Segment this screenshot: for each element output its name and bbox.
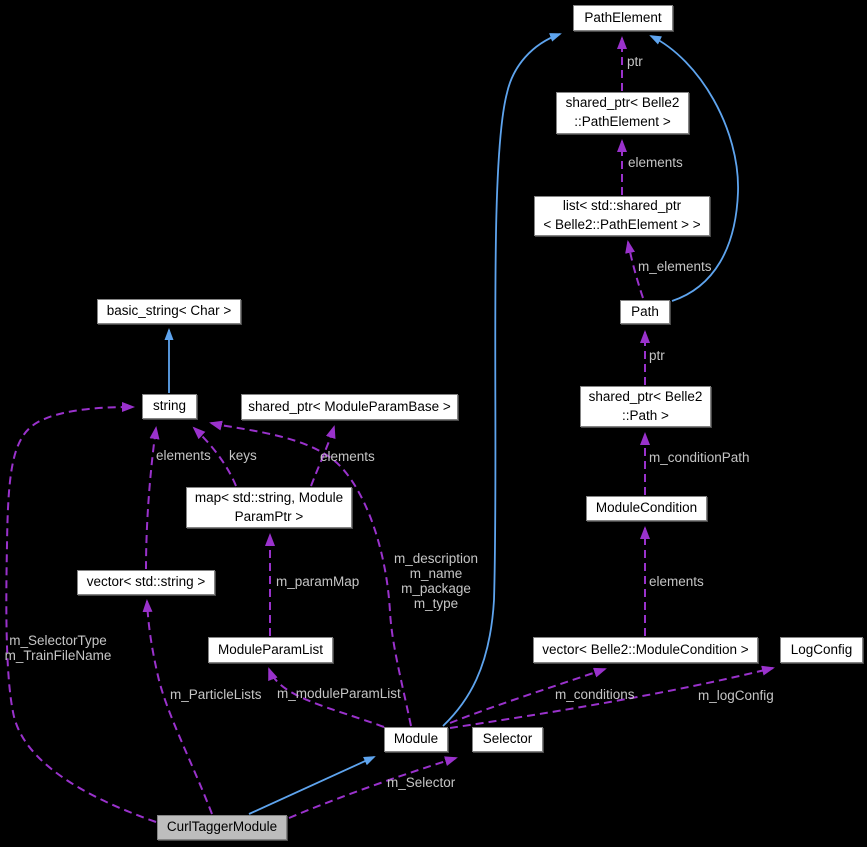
edge-module-m-moduleparamlist: [268, 667, 385, 728]
edge-module-to-pathelement: [442, 33, 562, 727]
edge-label-m-conditions: m_conditions: [555, 687, 635, 702]
node-shared-ptr-path[interactable]: shared_ptr< Belle2 ::Path >: [580, 386, 711, 427]
node-list-shared-ptr-pathelement[interactable]: list< std::shared_ptr < Belle2::PathElem…: [534, 196, 710, 236]
edge-label-m-selectortype-m-trainfilename: m_SelectorType m_TrainFileName: [4, 633, 112, 663]
node-shared-ptr-pathelement[interactable]: shared_ptr< Belle2 ::PathElement >: [556, 92, 689, 134]
edge-curltaggermodule-to-module: [248, 756, 376, 815]
edge-curltaggermodule-m-selector: [288, 756, 458, 819]
node-vector-string[interactable]: vector< std::string >: [77, 570, 215, 595]
edge-label-m-parammap: m_paramMap: [276, 574, 360, 589]
edge-vector-string-elements: [145, 426, 160, 570]
node-basic-string-char[interactable]: basic_string< Char >: [97, 299, 241, 324]
edge-label-m-moduleparamlist: m_moduleParamList: [277, 686, 401, 701]
node-module[interactable]: Module: [384, 727, 448, 752]
node-modulecondition[interactable]: ModuleCondition: [586, 496, 707, 521]
edge-map-elements: [310, 425, 336, 487]
edge-label-m-selector: m_Selector: [387, 775, 456, 790]
edge-module-m-conditions: [449, 667, 607, 724]
edge-module-to-string-members: [209, 420, 412, 727]
node-moduleparamlist[interactable]: ModuleParamList: [208, 637, 333, 663]
edge-module-m-logconfig: [449, 665, 775, 729]
node-pathelement[interactable]: PathElement: [573, 5, 673, 31]
node-shared-ptr-moduleparambase[interactable]: shared_ptr< ModuleParamBase >: [241, 394, 458, 420]
edge-label-ptr-top: ptr: [627, 54, 643, 69]
edge-label-elements-top: elements: [628, 155, 683, 170]
node-path[interactable]: Path: [620, 300, 670, 324]
node-string[interactable]: string: [142, 394, 197, 419]
edge-label-elements-right: elements: [320, 449, 375, 464]
edge-label-keys: keys: [229, 448, 257, 463]
edge-label-m-particlelists: m_ParticleLists: [170, 687, 262, 702]
node-curltaggermodule: CurlTaggerModule: [157, 815, 287, 840]
edge-label-m-logconfig: m_logConfig: [698, 688, 774, 703]
edge-curltaggermodule-m-particlelists: [142, 599, 213, 815]
edge-label-m-elements: m_elements: [638, 259, 712, 274]
edge-label-m-conditionpath: m_conditionPath: [649, 450, 750, 465]
edge-path-m-elements: [625, 240, 644, 299]
edge-label-module-string-members: m_description m_name m_package m_type: [393, 551, 479, 611]
node-map-string-moduleparamptr[interactable]: map< std::string, Module ParamPtr >: [186, 487, 352, 528]
edge-label-elements-mid: elements: [649, 574, 704, 589]
edge-label-ptr-mid: ptr: [649, 348, 665, 363]
edge-curltaggermodule-m-selectortype: [5, 402, 157, 823]
node-selector[interactable]: Selector: [472, 727, 543, 752]
node-logconfig[interactable]: LogConfig: [780, 637, 863, 663]
edge-map-keys: [192, 426, 237, 487]
edge-label-elements-left: elements: [156, 448, 211, 463]
node-vector-modulecondition[interactable]: vector< Belle2::ModuleCondition >: [533, 637, 758, 663]
edge-path-to-pathelement: [649, 35, 739, 302]
